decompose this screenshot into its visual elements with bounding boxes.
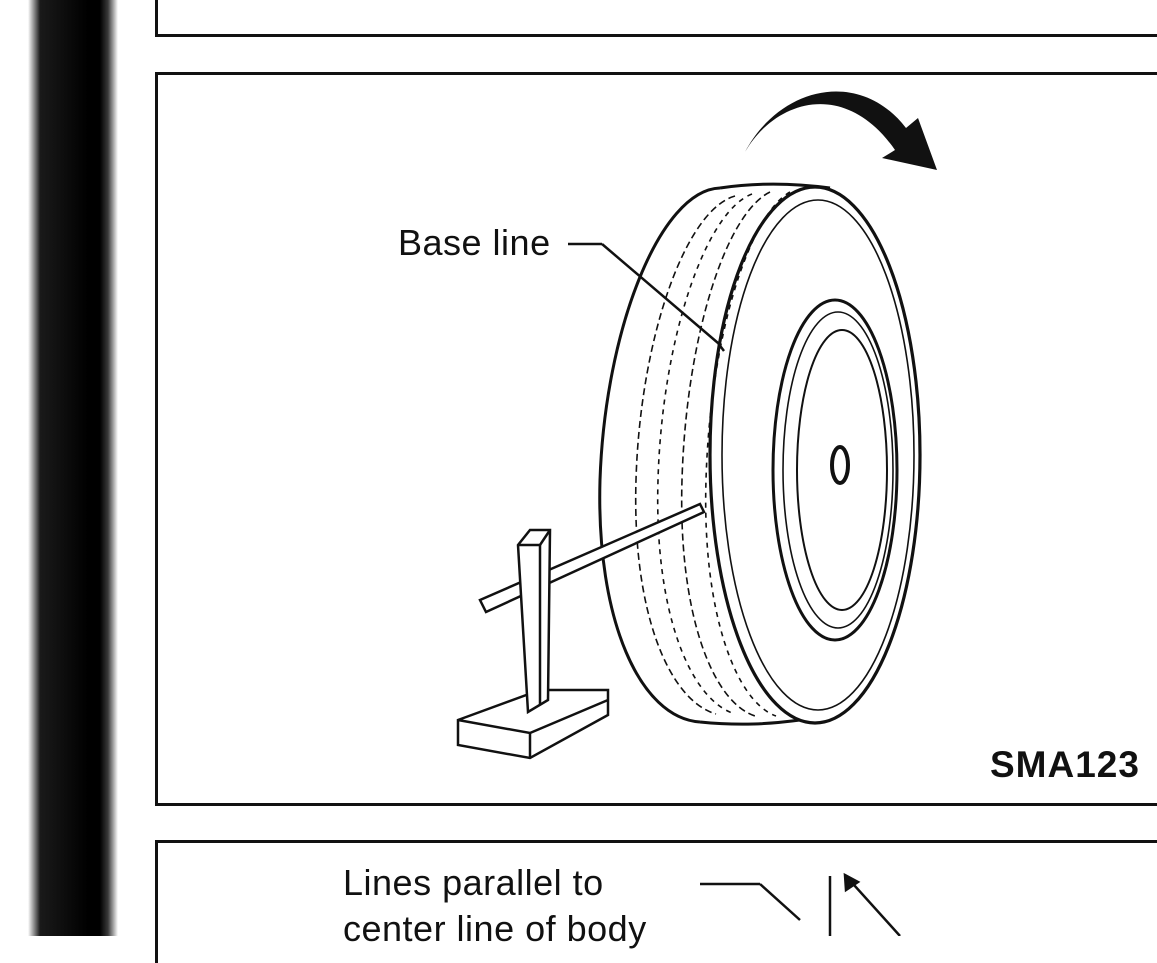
base-line-callout: Base line — [398, 222, 551, 263]
page-binding-edge — [0, 0, 120, 936]
parallel-lines-callout-line1: Lines parallel to — [343, 862, 604, 903]
base-line-leader — [568, 242, 725, 352]
parallel-lines-leader — [700, 872, 901, 936]
tire-runout-figure-frame — [155, 72, 1157, 806]
tire-illustration — [598, 182, 922, 726]
tire-diagram-svg — [456, 91, 937, 936]
figure-code-label: SMA123 — [990, 744, 1140, 785]
rotation-arrow-icon — [745, 91, 937, 170]
base-line-stand-illustration — [456, 502, 706, 760]
parallel-lines-callout-line2: center line of body — [343, 908, 647, 949]
previous-figure-frame — [155, 0, 1157, 37]
